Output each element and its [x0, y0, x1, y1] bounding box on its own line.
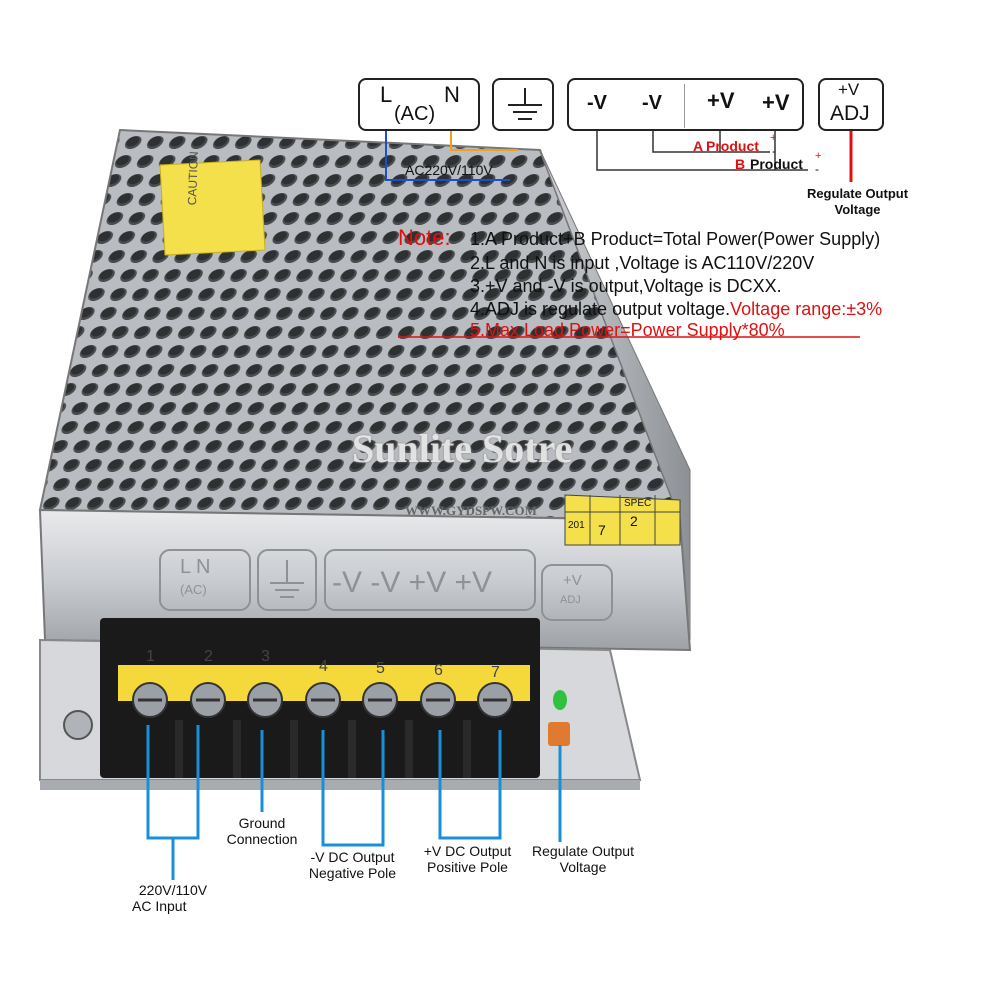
caution-text: CAUTION [185, 151, 201, 206]
adj-box: +V ADJ [818, 78, 884, 131]
regulate-output-top-label: Regulate Output Voltage [795, 186, 920, 218]
caution-sticker [159, 159, 266, 256]
terminal-number-3: 3 [261, 648, 270, 665]
note-line-1: 1.A Product+B Product=Total Power(Power … [470, 229, 881, 249]
product-b-plus: + [815, 150, 822, 162]
ground-connection-label: Ground Connection [212, 815, 312, 847]
ac-label: (AC) [394, 103, 436, 125]
output-terminal-box: -V -V +V +V [567, 78, 804, 131]
watermark-store: Sunlite Sotre [352, 426, 573, 471]
ground-line1: Ground [238, 815, 286, 831]
spec-header: SPEC [624, 498, 652, 509]
regulate-top-line1: Regulate Output [806, 186, 909, 201]
negative-pole-label: -V DC Output Negative Pole [295, 849, 410, 881]
ac-l-label: L [380, 82, 393, 107]
terminal-number-6: 6 [434, 662, 443, 679]
terminal-number-2: 2 [204, 648, 213, 665]
note-line-4: 4.ADJ is regulate output voltage.Voltage… [470, 299, 882, 320]
note-line-4-text: 4.ADJ is regulate output voltage. [470, 299, 731, 319]
callout-lines [146, 725, 562, 880]
adj-plus-v: +V [838, 80, 860, 99]
ac-input-box: L N (AC) [358, 78, 480, 131]
panel-output-label: -V -V +V +V [332, 566, 493, 599]
ground-line2: Connection [226, 831, 298, 847]
ac-input-line2: AC Input [132, 898, 187, 914]
reg-line2: Voltage [559, 859, 607, 875]
panel-adj-label: ADJ [560, 594, 581, 606]
adj-potentiometer [548, 722, 570, 746]
panel-ln-label: L N [180, 556, 211, 578]
positive-pole-label: +V DC Output Positive Pole [410, 843, 525, 875]
product-a-word: Product [706, 138, 759, 154]
spec-num-2: 2 [630, 513, 638, 529]
led-indicator [553, 690, 567, 710]
output-terminal-3: +V [707, 88, 735, 113]
note-heading: Note: [398, 225, 451, 250]
product-a-letter: A [693, 138, 704, 154]
pos-line1: +V DC Output [423, 843, 512, 859]
terminal-number-1: 1 [146, 648, 155, 665]
spec-year: 201 [568, 520, 585, 531]
panel-adj-plus: +V [563, 572, 582, 589]
adj-label: ADJ [830, 102, 870, 125]
front-face [38, 508, 692, 652]
regulate-top-line2: Voltage [834, 202, 881, 217]
ac-voltage-label: AC220V/110V [405, 162, 493, 178]
reg-line1: Regulate Output [532, 843, 634, 859]
terminal-number-5: 5 [376, 660, 385, 677]
spec-sticker [564, 494, 681, 546]
note-line-4-range: Voltage range:±3% [730, 299, 883, 319]
neg-line2: Negative Pole [308, 865, 397, 881]
terminal-screws [132, 682, 513, 718]
regulate-output-bottom-label: Regulate Output Voltage [518, 843, 648, 875]
output-terminal-1: -V [587, 92, 607, 114]
note-line-2: 2.L and N is input ,Voltage is AC110V/22… [470, 253, 815, 273]
note-line-5: 5.Max Load Power=Power Supply*80% [470, 320, 785, 340]
neg-line1: -V DC Output [310, 849, 395, 865]
ground-box [492, 78, 554, 131]
pos-line2: Positive Pole [427, 859, 508, 875]
spec-num-1: 7 [598, 522, 606, 538]
output-terminal-4: +V [762, 90, 790, 115]
product-a-plus: + [770, 132, 777, 144]
terminal-number-7: 7 [491, 664, 500, 681]
terminal-number-4: 4 [319, 658, 328, 675]
product-b-letter: B [735, 156, 746, 172]
note-line-3: 3.+V and -V is output,Voltage is DCXX. [470, 276, 782, 296]
ac-input-line1: 220V/110V [138, 882, 208, 898]
product-b-minus: - [815, 162, 819, 176]
panel-ac-label: (AC) [180, 582, 207, 597]
ground-icon [508, 88, 542, 124]
watermark-url: WWW.GYDSPW.COM [405, 503, 537, 518]
output-terminal-2: -V [642, 92, 662, 114]
ac-n-label: N [444, 82, 460, 107]
ac-input-label: 220V/110V AC Input [118, 882, 228, 914]
product-b-word: Product [750, 156, 803, 172]
product-a-minus: - [772, 144, 776, 158]
